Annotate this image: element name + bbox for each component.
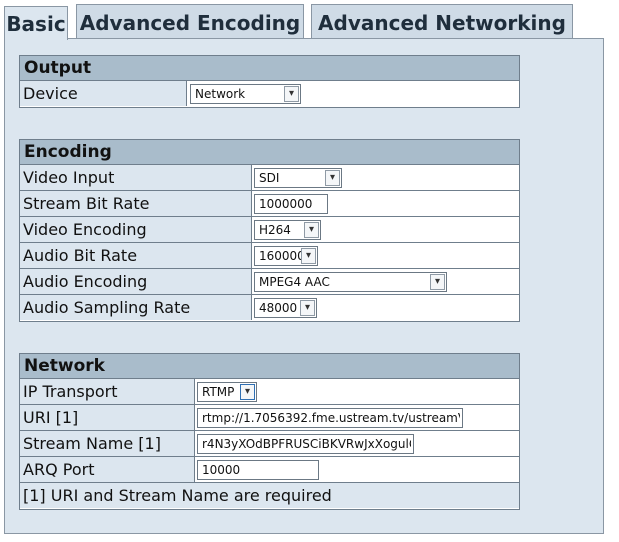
audio-sampling-rate-select[interactable]: 48000 ▾ <box>254 298 317 318</box>
stream-name-input[interactable] <box>197 434 414 454</box>
settings-panel: Output Device Network ▾ Encoding Video I… <box>4 38 604 534</box>
tab-advanced-encoding[interactable]: Advanced Encoding <box>76 4 304 40</box>
ip-transport-label: IP Transport <box>20 379 195 404</box>
output-section-title: Output <box>20 56 519 81</box>
video-encoding-select[interactable]: H264 ▾ <box>254 220 321 240</box>
device-select-value: Network <box>195 87 246 101</box>
audio-encoding-label: Audio Encoding <box>20 269 252 294</box>
audio-bit-rate-select[interactable]: 160000 ▾ <box>254 246 318 266</box>
ip-transport-row: IP Transport RTMP ▾ <box>20 379 519 405</box>
stream-bit-rate-label: Stream Bit Rate <box>20 191 252 216</box>
chevron-down-icon: ▾ <box>304 222 319 238</box>
audio-sampling-rate-label: Audio Sampling Rate <box>20 295 252 320</box>
ip-transport-select[interactable]: RTMP ▾ <box>197 382 257 402</box>
chevron-down-icon: ▾ <box>430 274 445 290</box>
arq-port-input[interactable] <box>197 460 319 480</box>
audio-bit-rate-label: Audio Bit Rate <box>20 243 252 268</box>
ip-transport-value: RTMP <box>202 385 235 399</box>
required-footnote: [1] URI and Stream Name are required <box>20 483 519 508</box>
stream-name-label: Stream Name [1] <box>20 431 195 456</box>
chevron-down-icon: ▾ <box>301 248 316 264</box>
audio-sampling-rate-value: 48000 <box>259 301 298 315</box>
video-encoding-value: H264 <box>259 223 291 237</box>
video-input-label: Video Input <box>20 165 252 190</box>
video-input-select[interactable]: SDI ▾ <box>254 168 342 188</box>
audio-bit-rate-row: Audio Bit Rate 160000 ▾ <box>20 243 519 269</box>
device-label: Device <box>20 81 187 106</box>
uri-label: URI [1] <box>20 405 195 430</box>
audio-encoding-row: Audio Encoding MPEG4 AAC ▾ <box>20 269 519 295</box>
network-section-title: Network <box>20 354 519 379</box>
audio-bit-rate-value: 160000 <box>259 249 305 263</box>
video-input-row: Video Input SDI ▾ <box>20 165 519 191</box>
tab-advanced-networking[interactable]: Advanced Networking <box>311 4 573 40</box>
audio-encoding-value: MPEG4 AAC <box>259 275 330 289</box>
video-input-value: SDI <box>259 171 280 185</box>
encoding-section: Encoding Video Input SDI ▾ Stream Bit Ra… <box>19 139 520 322</box>
audio-encoding-select[interactable]: MPEG4 AAC ▾ <box>254 272 447 292</box>
arq-port-row: ARQ Port <box>20 457 519 483</box>
arq-port-label: ARQ Port <box>20 457 195 482</box>
video-encoding-label: Video Encoding <box>20 217 252 242</box>
device-select[interactable]: Network ▾ <box>190 84 301 104</box>
audio-sampling-rate-row: Audio Sampling Rate 48000 ▾ <box>20 295 519 321</box>
tab-basic[interactable]: Basic <box>4 6 68 40</box>
uri-row: URI [1] <box>20 405 519 431</box>
network-section: Network IP Transport RTMP ▾ URI [1] Stre… <box>19 353 520 510</box>
chevron-down-icon: ▾ <box>284 86 299 102</box>
stream-bit-rate-input[interactable] <box>254 194 328 214</box>
stream-name-row: Stream Name [1] <box>20 431 519 457</box>
chevron-down-icon: ▾ <box>300 300 315 316</box>
encoding-section-title: Encoding <box>20 140 519 165</box>
footnote-row: [1] URI and Stream Name are required <box>20 483 519 509</box>
video-encoding-row: Video Encoding H264 ▾ <box>20 217 519 243</box>
chevron-down-icon: ▾ <box>325 170 340 186</box>
output-section: Output Device Network ▾ <box>19 55 520 108</box>
uri-input[interactable] <box>197 408 463 428</box>
device-row: Device Network ▾ <box>20 81 519 107</box>
stream-bit-rate-row: Stream Bit Rate <box>20 191 519 217</box>
chevron-down-icon: ▾ <box>240 384 255 400</box>
